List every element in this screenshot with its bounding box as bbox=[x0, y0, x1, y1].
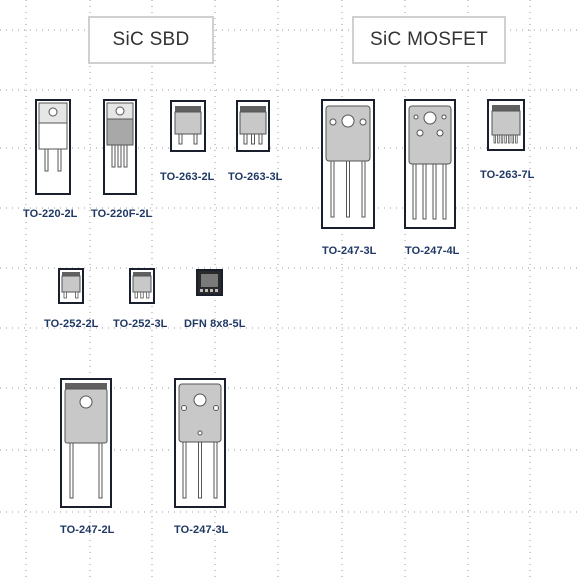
to-252-2l-label: TO-252-2L bbox=[44, 318, 99, 330]
sic-sbd-header: SiC SBD bbox=[88, 16, 214, 64]
to-252-3l-package bbox=[129, 268, 155, 304]
to-247-2l-label: TO-247-2L bbox=[60, 524, 115, 536]
mosfet-to-263-7l-package bbox=[487, 99, 525, 151]
to-220-2l-package bbox=[35, 99, 71, 195]
to-247-3l-label: TO-247-3L bbox=[174, 524, 229, 536]
to-220f-2l-package bbox=[103, 99, 137, 195]
to-252-2l-package bbox=[58, 268, 84, 304]
mosfet-to-247-4l-label: TO-247-4L bbox=[405, 245, 460, 257]
to-252-3l-label: TO-252-3L bbox=[113, 318, 168, 330]
to-263-3l-package bbox=[236, 100, 270, 152]
mosfet-to-247-3l-package bbox=[321, 99, 375, 229]
to-263-3l-label: TO-263-3L bbox=[228, 171, 283, 183]
mosfet-to-263-7l-label: TO-263-7L bbox=[480, 169, 535, 181]
mosfet-to-247-3l-label: TO-247-3L bbox=[322, 245, 377, 257]
dfn-8x8-5l-package bbox=[196, 269, 223, 296]
to-247-2l-package bbox=[60, 378, 112, 508]
mosfet-to-247-4l-package bbox=[404, 99, 456, 229]
to-263-2l-package bbox=[170, 100, 206, 152]
dfn-8x8-5l-label: DFN 8x8-5L bbox=[184, 318, 246, 330]
to-220f-2l-label: TO-220F-2L bbox=[91, 208, 153, 220]
to-263-2l-label: TO-263-2L bbox=[160, 171, 215, 183]
to-220-2l-label: TO-220-2L bbox=[23, 208, 78, 220]
sic-mosfet-header: SiC MOSFET bbox=[352, 16, 506, 64]
sic-sbd-title: SiC SBD bbox=[112, 29, 190, 50]
sic-mosfet-title: SiC MOSFET bbox=[369, 29, 489, 50]
to-247-3l-package bbox=[174, 378, 226, 508]
